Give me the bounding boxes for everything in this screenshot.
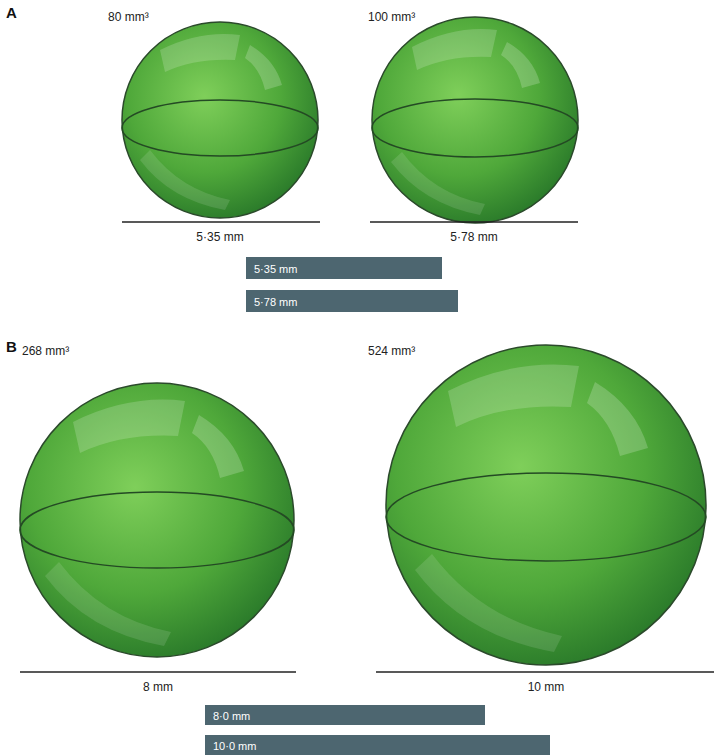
dimension-label: 268 mm³: [22, 344, 69, 358]
measurement-bar: 5·78 mm: [246, 290, 458, 312]
measurement-bar: 10·0 mm: [205, 735, 550, 755]
sphere: [372, 17, 578, 223]
dimension-label: 100 mm³: [368, 10, 415, 24]
dimension-label: 8 mm: [143, 680, 173, 694]
measurement-bar: 5·35 mm: [246, 257, 442, 279]
bar-label: 10·0 mm: [205, 736, 264, 756]
dimension-line: [20, 222, 714, 672]
bar-label: 5·35 mm: [246, 259, 305, 279]
dimension-label: 80 mm³: [108, 10, 149, 24]
dimension-label: 5·78 mm: [450, 230, 497, 244]
sphere: [122, 22, 318, 218]
panel-letter: B: [6, 340, 17, 354]
sphere: [386, 345, 706, 665]
dimension-label: 10 mm: [528, 680, 565, 694]
dimension-label: 5·35 mm: [196, 230, 243, 244]
panel-letter: A: [6, 6, 17, 20]
bar-label: 8·0 mm: [205, 706, 258, 726]
bar-label: 5·78 mm: [246, 292, 305, 312]
dimension-label: 524 mm³: [368, 344, 415, 358]
measurement-bar: 8·0 mm: [205, 705, 485, 725]
sphere: [20, 383, 294, 657]
